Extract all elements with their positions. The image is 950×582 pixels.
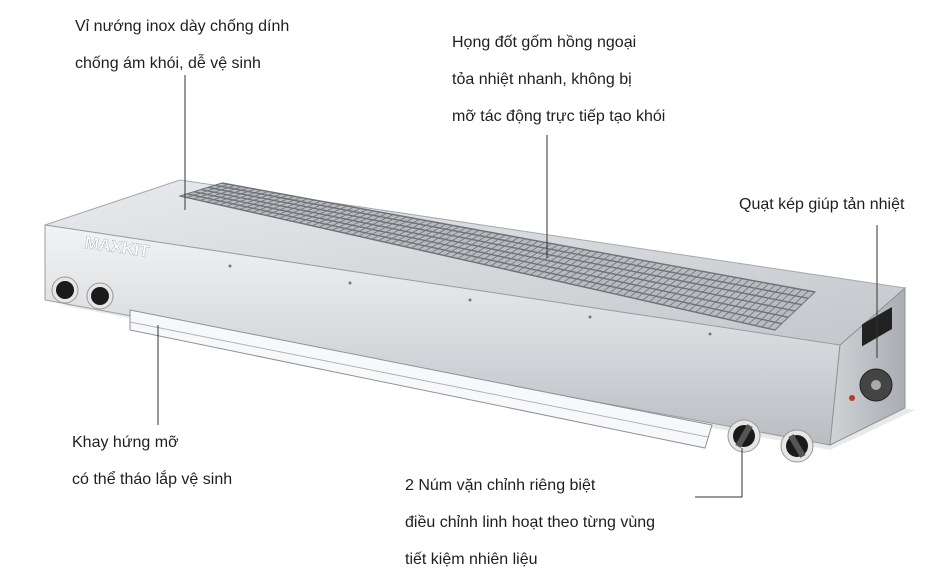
callout-grill-rack: Vỉ nướng inox dày chống dính chống ám kh…	[75, 8, 289, 82]
left-knob-2[interactable]	[86, 282, 114, 310]
callout-text-line: tỏa nhiệt nhanh, không bị	[452, 71, 632, 88]
callout-drip-tray: Khay hứng mỡ có thể tháo lắp vệ sinh	[72, 424, 232, 498]
callout-burner: Họng đốt gốm hồng ngoại tỏa nhiệt nhanh,…	[452, 24, 665, 135]
grate-rail	[207, 186, 802, 306]
callout-text-line: Họng đốt gốm hồng ngoại	[452, 34, 637, 51]
grate-rail	[186, 193, 782, 325]
callout-text-line: tiết kiệm nhiên liệu	[405, 551, 538, 568]
callout-text-line: 2 Núm vặn chỉnh riêng biệt	[405, 477, 596, 494]
grate-rail	[193, 190, 789, 319]
left-knob-1[interactable]	[51, 276, 79, 304]
right-knob-2[interactable]	[780, 429, 814, 463]
right-knob-1[interactable]	[727, 419, 761, 453]
callout-lines	[157, 75, 878, 498]
grate-rail	[221, 182, 816, 293]
callout-text-line: mỡ tác động trực tiếp tạo khói	[452, 108, 666, 125]
grate-rail	[200, 188, 796, 312]
callout-fan: Quạt kép giúp tản nhiệt	[739, 186, 904, 223]
grate-rail	[214, 184, 809, 300]
callout-knobs: 2 Núm vặn chỉnh riêng biệt điều chỉnh li…	[405, 467, 655, 578]
callout-text-line: chống ám khói, dễ vệ sinh	[75, 55, 261, 72]
panel-rivets	[228, 264, 712, 336]
callout-text-line: có thể tháo lắp vệ sinh	[72, 471, 233, 488]
drip-tray-edge	[129, 321, 709, 438]
callout-text-line: Khay hứng mỡ	[72, 434, 179, 451]
callout-text-line: Vỉ nướng inox dày chống dính	[75, 18, 290, 35]
grill-rack-bars	[179, 182, 816, 331]
callout-text-line: điều chỉnh linh hoạt theo từng vùng	[405, 514, 656, 531]
callout-text-line: Quạt kép giúp tản nhiệt	[739, 196, 905, 213]
drip-tray[interactable]	[129, 309, 713, 449]
grate-rail	[179, 195, 776, 331]
